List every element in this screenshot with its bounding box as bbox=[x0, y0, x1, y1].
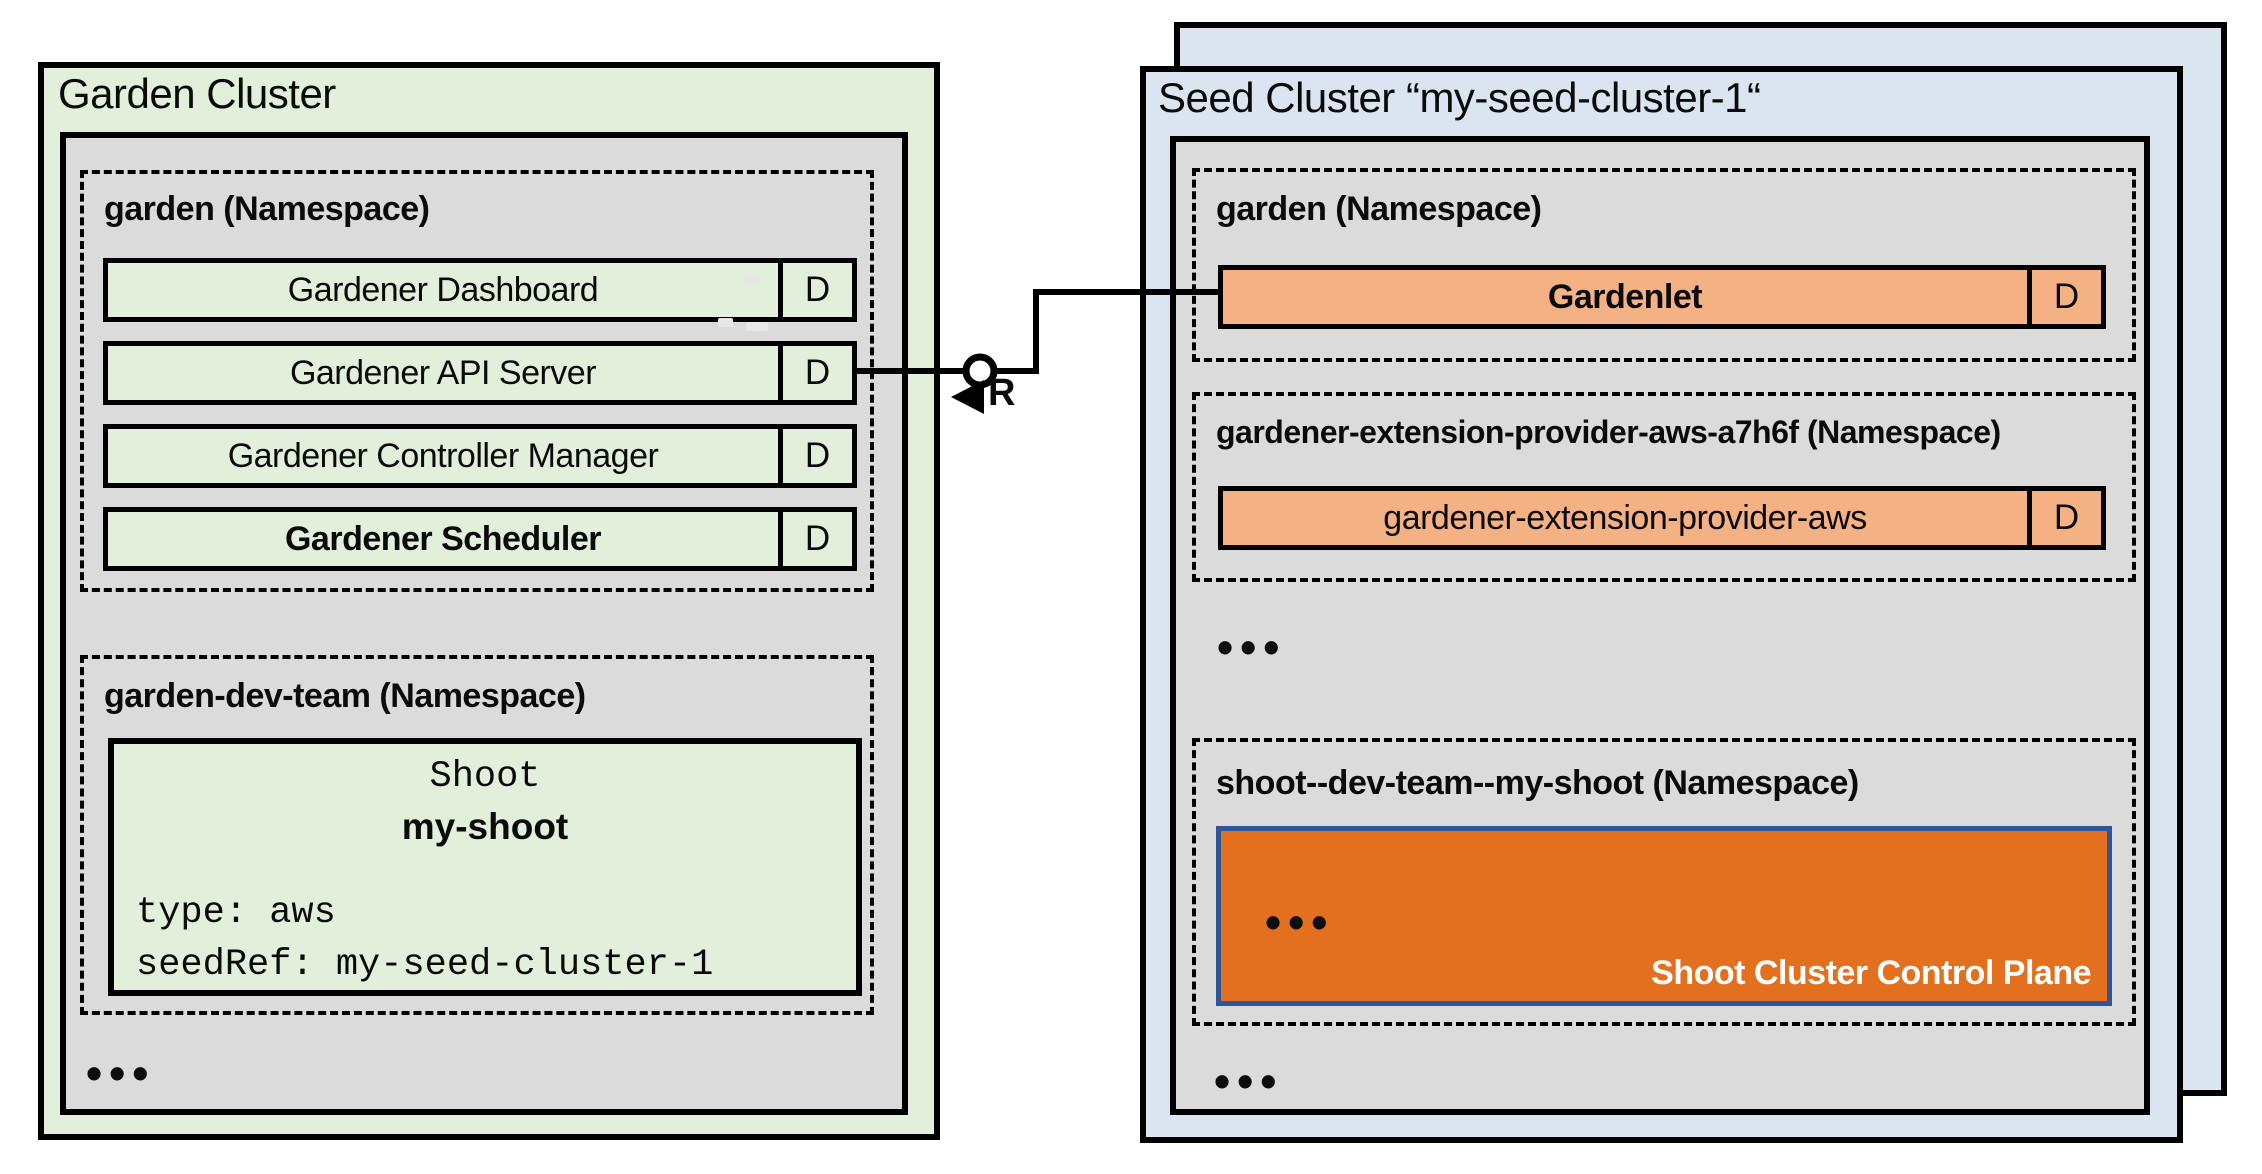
control-plane-ellipsis: ••• bbox=[1265, 896, 1335, 948]
component-gardener-dashboard: Gardener Dashboard D bbox=[103, 258, 857, 322]
namespace-extension-label: gardener-extension-provider-aws-a7h6f (N… bbox=[1216, 414, 2001, 450]
deployment-badge: D bbox=[778, 512, 852, 566]
namespace-garden-dev-team: garden-dev-team (Namespace) Shoot my-sho… bbox=[80, 655, 874, 1015]
arrow-left-icon bbox=[951, 380, 984, 414]
deployment-badge: D bbox=[778, 346, 852, 400]
component-gardener-api-server: Gardener API Server D bbox=[103, 341, 857, 405]
component-label: gardener-extension-provider-aws bbox=[1383, 498, 1867, 537]
shoot-cluster-control-plane-box: ••• Shoot Cluster Control Plane bbox=[1216, 826, 2112, 1006]
component-label: Gardener API Server bbox=[289, 353, 597, 392]
namespace-garden-dev-team-label: garden-dev-team (Namespace) bbox=[104, 677, 586, 715]
garden-cluster-ellipsis: ••• bbox=[86, 1047, 156, 1099]
namespace-shoot-label: shoot--dev-team--my-shoot (Namespace) bbox=[1216, 764, 1859, 802]
namespace-shoot-dev-team-my-shoot: shoot--dev-team--my-shoot (Namespace) ••… bbox=[1192, 738, 2136, 1026]
component-label: Gardener Scheduler bbox=[284, 519, 602, 558]
component-gardener-controller-manager: Gardener Controller Manager D bbox=[103, 424, 857, 488]
component-label: Gardenlet bbox=[1547, 277, 1703, 316]
shoot-spec-type: type: aws bbox=[136, 892, 336, 934]
component-gardenlet: Gardenlet D bbox=[1218, 265, 2106, 329]
faded-artifact bbox=[746, 322, 768, 331]
component-label: Gardener Controller Manager bbox=[227, 436, 659, 475]
seed-cluster-ellipsis-bottom: ••• bbox=[1214, 1055, 1284, 1107]
garden-cluster-box: Garden Cluster garden (Namespace) Garden… bbox=[38, 62, 940, 1140]
control-plane-label: Shoot Cluster Control Plane bbox=[1651, 954, 2091, 992]
connector-label-r: R bbox=[988, 372, 1016, 414]
seed-cluster-title: Seed Cluster “my-seed-cluster-1“ bbox=[1158, 74, 1761, 121]
faded-artifact bbox=[745, 274, 761, 283]
seed-cluster-panel: garden (Namespace) Gardenlet D gardener-… bbox=[1170, 136, 2150, 1115]
component-label: Gardener Dashboard bbox=[287, 270, 599, 309]
garden-cluster-title: Garden Cluster bbox=[58, 70, 336, 117]
deployment-badge: D bbox=[2027, 270, 2101, 324]
component-gardener-scheduler: Gardener Scheduler D bbox=[103, 507, 857, 571]
deployment-badge: D bbox=[2027, 491, 2101, 545]
seed-cluster-box: Seed Cluster “my-seed-cluster-1“ garden … bbox=[1140, 66, 2183, 1143]
shoot-spec-seedref: seedRef: my-seed-cluster-1 bbox=[136, 944, 714, 986]
shoot-resource-box: Shoot my-shoot type: aws seedRef: my-see… bbox=[108, 738, 862, 996]
namespace-garden-label: garden (Namespace) bbox=[104, 190, 430, 228]
deployment-badge: D bbox=[778, 429, 852, 483]
seed-cluster-ellipsis-mid: ••• bbox=[1217, 621, 1287, 673]
namespace-seed-garden: garden (Namespace) Gardenlet D bbox=[1192, 168, 2136, 362]
deployment-badge: D bbox=[778, 263, 852, 317]
namespace-garden: garden (Namespace) Gardener Dashboard D … bbox=[80, 170, 874, 592]
faded-artifact bbox=[718, 318, 733, 327]
shoot-name: my-shoot bbox=[401, 806, 569, 847]
garden-cluster-panel: garden (Namespace) Gardener Dashboard D … bbox=[60, 132, 908, 1115]
shoot-kind: Shoot bbox=[429, 756, 541, 798]
namespace-seed-garden-label: garden (Namespace) bbox=[1216, 190, 1542, 228]
namespace-extension-provider-aws: gardener-extension-provider-aws-a7h6f (N… bbox=[1192, 392, 2136, 582]
component-gardener-extension-provider-aws: gardener-extension-provider-aws D bbox=[1218, 486, 2106, 550]
